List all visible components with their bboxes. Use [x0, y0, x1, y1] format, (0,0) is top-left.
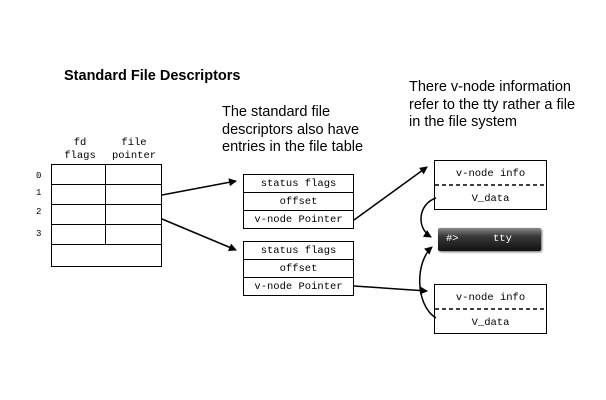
offset-field: offset: [243, 259, 354, 278]
file-table-entry-2: status flags offset v-node Pointer: [243, 241, 354, 296]
vnode-caption: There v-node information refer to the tt…: [409, 79, 576, 130]
file-table-caption: The standard file descriptors also have …: [222, 104, 364, 155]
fd-table: [51, 164, 162, 267]
vnode-pointer-field: v-node Pointer: [243, 210, 354, 229]
file-table-entry-1: status flags offset v-node Pointer: [243, 174, 354, 229]
vnode-info-label: v-node info: [455, 291, 526, 304]
vnode-data-label: V_data: [471, 316, 510, 329]
fd-cell-extra: [51, 244, 162, 267]
arrow-entry1-to-vnode1: [353, 166, 428, 221]
fd-row-label-1: 1: [36, 188, 42, 198]
tty-label: tty: [493, 233, 512, 245]
fd-row-label-3: 3: [36, 229, 42, 239]
fd-row-label-2: 2: [36, 207, 42, 217]
tty-terminal: #> tty: [438, 228, 541, 251]
vnode-info-label: v-node info: [455, 167, 526, 180]
fd-row-label-0: 0: [36, 171, 42, 181]
diagram-title: Standard File Descriptors: [64, 68, 241, 84]
arrow-vnode2-to-tty: [419, 246, 437, 319]
tty-prompt: #>: [446, 233, 459, 245]
arrow-fd1-to-entry1: [161, 178, 237, 196]
vnode-data-label: V_data: [471, 192, 510, 205]
arrow-entry2-to-vnode2: [353, 285, 428, 295]
fd-flags-header: fd flags: [64, 137, 96, 162]
file-pointer-header: file pointer: [111, 137, 157, 162]
arrow-fd2-to-entry2: [161, 218, 237, 251]
vnode-pointer-field: v-node Pointer: [243, 277, 354, 296]
arrow-vnode1-to-tty: [420, 197, 437, 238]
